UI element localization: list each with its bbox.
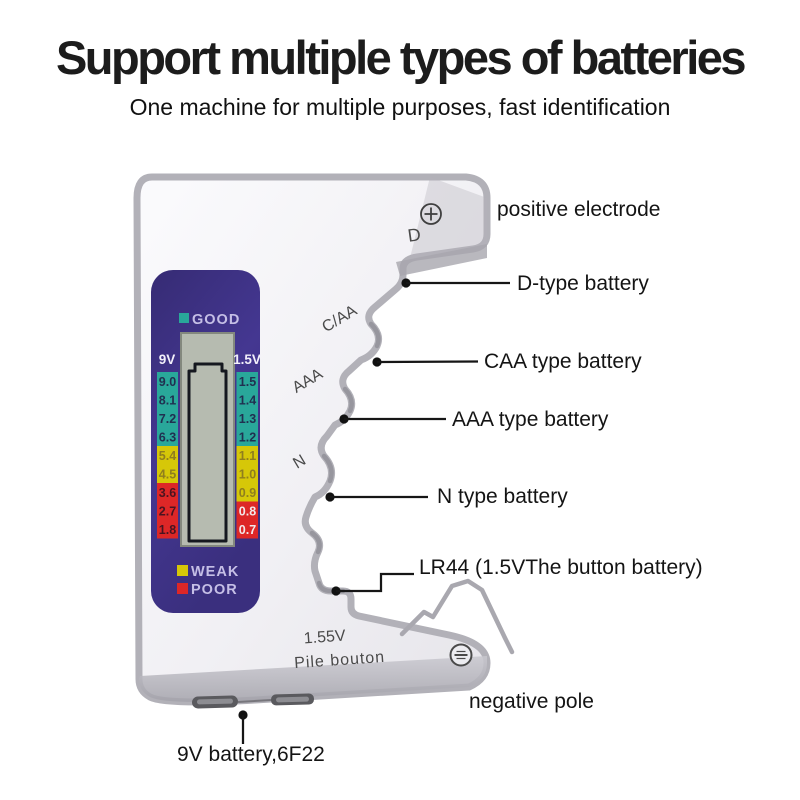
voltage-scale-9v: 9.0 8.1 7.2 6.3 5.4 4.5 3.6 2.7 1.8: [157, 372, 178, 539]
scale-9v-value: 3.6: [159, 486, 176, 500]
scale-1v5-header: 1.5V: [233, 352, 261, 367]
scale-1v5-value: 1.1: [239, 449, 256, 463]
annotation-caa-type-battery: CAA type battery: [484, 350, 642, 373]
good-indicator-label: GOOD: [192, 312, 240, 328]
scale-9v-value: 7.2: [159, 412, 176, 426]
scale-1v5-value: 0.7: [239, 523, 256, 537]
page-title: Support multiple types of batteries: [55, 31, 747, 84]
lcd-panel: GOOD 9V 1.5V 9.0 8.1: [151, 270, 261, 613]
scale-9v-value: 2.7: [159, 505, 176, 519]
negative-terminal-icon: [449, 643, 473, 667]
scale-1v5-value: 1.5: [239, 375, 256, 389]
bottom-band: [139, 656, 487, 702]
voltage-scale-1v5: 1.5 1.4 1.3 1.2 1.1 1.0 0.9 0.8 0.7: [236, 372, 258, 539]
weak-indicator: WEAK: [177, 564, 239, 580]
callout-line: [376, 360, 479, 364]
scale-1v5-value: 1.0: [239, 468, 256, 482]
weak-swatch-icon: [177, 565, 188, 576]
nine-v-contacts: [192, 693, 314, 709]
annotation-lr44-button-battery: LR44 (1.5VThe button battery): [419, 556, 703, 579]
callout-lines: [238, 278, 510, 744]
good-indicator: GOOD: [179, 312, 240, 328]
page-subtitle: One machine for multiple purposes, fast …: [129, 94, 671, 120]
annotation-n-type-battery: N type battery: [437, 485, 568, 508]
step-edge-shading: [309, 321, 381, 594]
button-type-marking: Pile bouton: [294, 649, 386, 672]
weak-indicator-label: WEAK: [191, 564, 239, 580]
scale-9v-value: 9.0: [159, 375, 176, 389]
callout-elbow-line: [336, 572, 414, 593]
scale-1v5-value: 1.4: [239, 394, 256, 408]
top-right-bevel: [410, 177, 487, 258]
scale-1v5-value: 1.2: [239, 431, 256, 445]
annotation-positive-electrode: positive electrode: [497, 198, 661, 221]
scale-1v5-value: 0.9: [239, 486, 256, 500]
poor-indicator: POOR: [177, 582, 238, 598]
positive-terminal-icon: [420, 203, 442, 225]
poor-indicator-label: POOR: [191, 582, 238, 598]
annotation-negative-pole: negative pole: [469, 690, 594, 713]
d-slot-ledge: [396, 244, 487, 276]
annotation-9v-battery: 9V battery,6F22: [177, 743, 325, 766]
scale-9v-value: 4.5: [159, 468, 176, 482]
scale-9v-value: 1.8: [159, 523, 176, 537]
poor-swatch-icon: [177, 583, 188, 594]
scale-9v-value: 6.3: [159, 431, 176, 445]
button-cell-spring: [399, 578, 515, 655]
scale-1v5-value: 1.3: [239, 412, 256, 426]
lcd-screen: [180, 332, 235, 547]
scale-9v-value: 8.1: [159, 394, 176, 408]
d-slot-marking: D: [406, 224, 422, 246]
annotation-d-type-battery: D-type battery: [517, 272, 649, 295]
annotation-aaa-type-battery: AAA type battery: [452, 408, 609, 431]
scale-1v5-value: 0.8: [239, 505, 256, 519]
scale-9v-header: 9V: [159, 352, 176, 367]
scale-9v-value: 5.4: [159, 449, 176, 463]
battery-outline-icon: [187, 362, 228, 543]
button-voltage-marking: 1.55V: [303, 628, 346, 648]
good-swatch-icon: [179, 313, 189, 323]
